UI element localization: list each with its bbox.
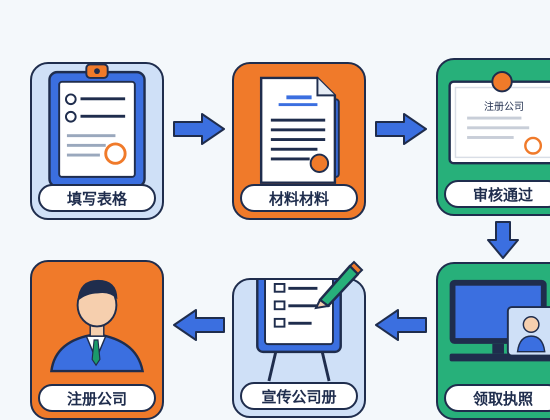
arrow-down [486,220,520,260]
step-company-brochure: 宣传公司册 [232,278,366,418]
easel-board-icon [256,280,342,382]
step-register-company: 注册公司 [30,260,164,420]
arrow-right-2 [374,112,428,146]
pencil-icon [314,260,364,310]
step-get-license: 领取执照 [436,262,550,420]
certificate-text: 注册公司 [484,102,524,113]
clipboard-form-icon [48,64,146,188]
step-approved: 注册公司 审核通过 [436,58,550,216]
step-fill-form: 填写表格 [30,62,164,220]
step-label: 宣传公司册 [240,382,358,410]
step-label: 填写表格 [38,184,156,212]
step-label: 审核通过 [444,180,550,208]
process-flow-diagram: 填写表格 材料材料 注册公司 审核通过 [30,58,550,420]
step-label: 材料材料 [240,184,358,212]
computer-icon [449,279,550,362]
arrow-left-2 [172,308,226,342]
arrow-right-1 [172,112,226,146]
certificate-icon [448,71,550,165]
document-icon [259,76,340,184]
step-label: 注册公司 [38,384,156,412]
businessman-icon [50,279,145,373]
arrow-left-1 [374,308,428,342]
step-label: 领取执照 [444,384,550,412]
step-materials: 材料材料 [232,62,366,220]
